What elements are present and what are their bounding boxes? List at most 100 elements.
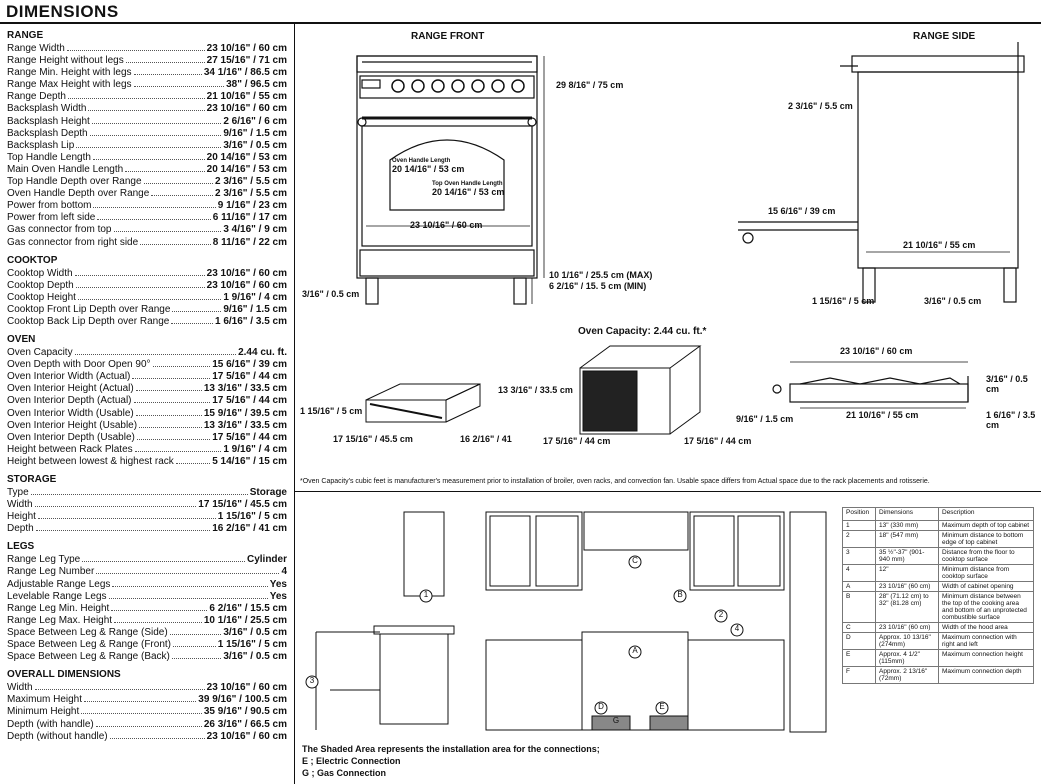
spec-label: Space Between Leg & Range (Front)	[7, 639, 171, 651]
leader-dots	[151, 195, 213, 197]
leader-dots	[133, 74, 202, 76]
leader-dots	[74, 354, 237, 356]
spec-label: Cooktop Back Lip Depth over Range	[7, 315, 170, 327]
table-cell: 2	[842, 530, 876, 548]
spec-value: 1 9/16" / 4 cm	[223, 443, 287, 455]
spec-label: Oven Interior Width (Usable)	[7, 407, 134, 419]
leader-dots	[30, 494, 248, 495]
capacity-footnote: *Oven Capacity's cubic feet is manufactu…	[300, 478, 930, 485]
leader-dots	[134, 450, 222, 452]
cooktop-drawing	[772, 361, 969, 409]
column-divider	[294, 22, 295, 784]
install-marker: 4	[734, 624, 740, 633]
install-marker: 2	[718, 610, 724, 619]
table-cell: Width of cabinet opening	[938, 581, 1034, 592]
spec-value: 34 1/16" / 86.5 cm	[203, 67, 287, 79]
table-cell: 1	[842, 520, 876, 531]
spec-label: Depth (with handle)	[7, 718, 94, 730]
spec-row: Depth (without handle)23 10/16" / 60 cm	[7, 731, 287, 743]
leader-dots	[81, 713, 202, 715]
spec-value: 6 11/16" / 17 cm	[212, 212, 287, 224]
spec-row: Oven Depth with Door Open 90°15 6/16" / …	[7, 359, 287, 371]
leader-dots	[112, 585, 268, 587]
spec-value: Yes	[269, 578, 287, 590]
spec-value: 17 15/16" / 45.5 cm	[198, 499, 287, 511]
leader-dots	[171, 658, 222, 660]
spec-value: 35 9/16" / 90.5 cm	[203, 706, 287, 718]
table-header-row: Position Dimensions Description	[842, 507, 1034, 521]
spec-label: Oven Interior Depth (Actual)	[7, 395, 132, 407]
leader-dots	[74, 274, 205, 276]
cooktop-depth-dim: 21 10/16" / 55 cm	[846, 410, 919, 420]
spec-label: Backsplash Width	[7, 103, 87, 115]
oven-handle-title: Oven Handle Length	[392, 158, 451, 164]
table-cell: 35 ½"-37" (901-940 mm)	[875, 547, 939, 565]
table-cell: 3	[842, 547, 876, 565]
table-cell: Maximum connection depth	[938, 666, 1034, 684]
spec-label: Range Leg Max. Height	[7, 614, 113, 626]
spec-value: 15 9/16" / 39.5 cm	[203, 407, 287, 419]
range-front-label: RANGE FRONT	[411, 31, 485, 42]
spec-value: 6 2/16" / 15.5 cm	[209, 602, 287, 614]
spec-value: 16 2/16" / 41 cm	[212, 523, 287, 535]
spec-value: 13 3/16" / 33.5 cm	[203, 383, 287, 395]
legend-line: E ; Electric Connection	[302, 756, 401, 766]
section-heading: LEGS	[7, 541, 35, 553]
spec-label: Range Width	[7, 43, 65, 54]
leader-dots	[96, 573, 280, 575]
side-leg-back: 3/16" / 0.5 cm	[924, 296, 982, 306]
spec-label: Range Leg Min. Height	[7, 602, 110, 614]
table-cell: Maximum connection with right and left	[938, 632, 1034, 650]
spec-label: Backsplash Depth	[7, 127, 88, 139]
spec-value: 9 1/16" / 23 cm	[217, 200, 287, 212]
spec-value: 1 15/16" / 5 cm	[217, 511, 287, 523]
spec-label: Backsplash Lip	[7, 139, 75, 151]
leader-dots	[114, 621, 202, 623]
spec-label: Range Min. Height with legs	[7, 67, 132, 79]
cooktop-lip-front: 9/16" / 1.5 cm	[736, 414, 794, 424]
leader-dots	[88, 110, 205, 112]
section-divider	[295, 491, 1041, 492]
spec-label: Levelable Range Legs	[7, 590, 107, 602]
spec-label: Oven Capacity	[7, 347, 73, 359]
spec-label: Oven Interior Depth (Usable)	[7, 431, 135, 443]
spec-value: 38" / 96.5 cm	[226, 79, 287, 91]
spec-row: Oven Interior Height (Actual)13 3/16" / …	[7, 383, 287, 395]
section-heading: OVERALL DIMENSIONS	[7, 669, 121, 681]
front-leg-gap: 3/16" / 0.5 cm	[302, 289, 360, 299]
spec-label: Height between Rack Plates	[7, 443, 133, 455]
table-cell: Distance from the floor to cooktop surfa…	[938, 547, 1034, 565]
section-heading: RANGE	[7, 30, 44, 41]
spec-row: Oven Interior Width (Usable) 15 9/16" / 3…	[7, 408, 287, 420]
leader-dots	[95, 725, 202, 727]
table-cell: 18" (547 mm)	[875, 530, 939, 548]
table-header: Dimensions	[875, 507, 939, 521]
table-cell: Maximum depth of top cabinet	[938, 520, 1034, 531]
table-cell: Minimum distance to bottom edge of top c…	[938, 530, 1034, 548]
spec-value: 1 15/16" / 5 cm	[217, 639, 287, 651]
section-heading: OVEN	[7, 334, 36, 346]
spec-label: Gas connector from right side	[7, 236, 139, 248]
spec-value: 3/16" / 0.5 cm	[223, 139, 287, 151]
cavity-width-dim: 17 5/16" / 44 cm	[543, 436, 611, 446]
leader-dots	[34, 689, 205, 691]
side-depth-dim: 21 10/16" / 55 cm	[903, 240, 976, 250]
